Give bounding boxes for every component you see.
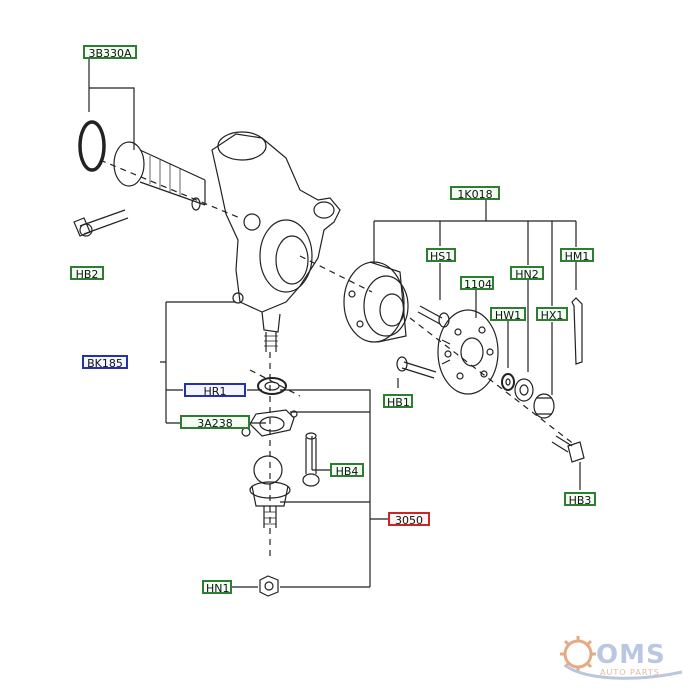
gear-logo-icon [560,636,683,680]
callout-hb3[interactable]: HB3 [564,492,596,507]
callout-3b330a[interactable]: 3B330A [83,45,137,60]
callout-1k018[interactable]: 1K018 [450,186,500,201]
callout-3a238[interactable]: 3A238 [180,415,250,430]
callout-hb4[interactable]: HB4 [330,463,364,478]
callout-hb2[interactable]: HB2 [70,266,104,281]
callout-hm1[interactable]: HM1 [560,248,594,263]
callout-hw1[interactable]: HW1 [490,307,526,322]
callout-1104[interactable]: 1104 [460,276,494,291]
callout-bk185[interactable]: BK185 [82,355,128,370]
callout-hn1[interactable]: HN1 [202,580,232,595]
watermark-name: OMS [596,640,666,670]
callout-hr1[interactable]: HR1 [184,383,246,398]
callout-hs1[interactable]: HS1 [426,248,456,263]
callout-hx1[interactable]: HX1 [536,307,568,322]
callout-3050[interactable]: 3050 [388,512,430,527]
watermark-tagline: AUTO PARTS [600,668,660,677]
callout-hb1[interactable]: HB1 [383,394,413,409]
callout-hn2[interactable]: HN2 [510,266,544,281]
